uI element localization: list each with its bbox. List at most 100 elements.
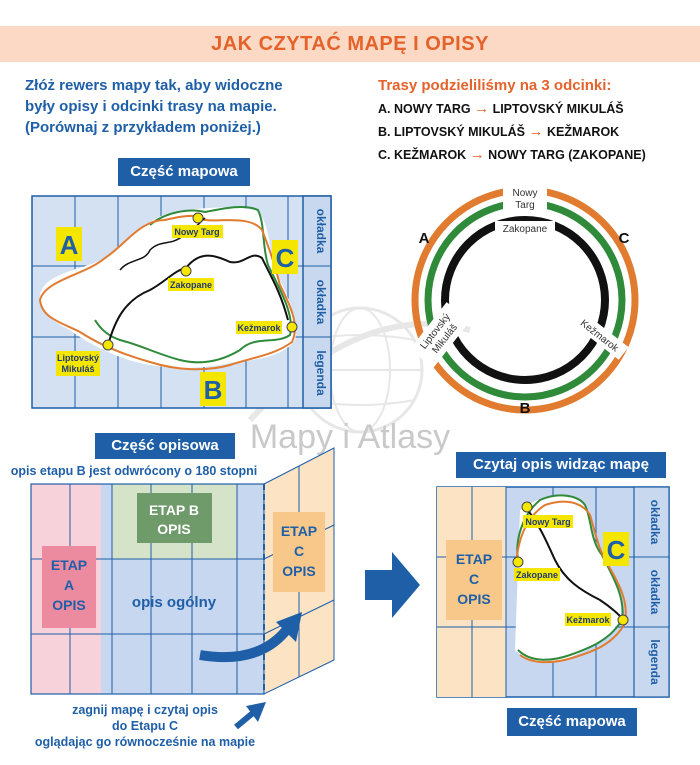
route-arrow-icon: → (474, 100, 490, 117)
read-side-legenda: legenda (648, 639, 662, 685)
read-etap-label: ETAP (456, 551, 492, 567)
route-start: C. KEŽMAROK (378, 148, 467, 162)
ring-gap (409, 302, 471, 368)
route-green (94, 205, 292, 364)
town-label-bg (523, 515, 573, 528)
routes-list: Trasy podzieliliśmy na 3 odcinki: A. NOW… (378, 77, 698, 163)
map-top-title: Część mapowa (118, 158, 250, 186)
etap-c-label: ETAP (281, 523, 317, 539)
region-outline (39, 207, 296, 368)
town-label-nowy-targ: Nowy Targ (174, 227, 219, 237)
etap-c-box (273, 512, 325, 592)
fold-instruction-line: do Etapu C (112, 719, 178, 733)
route-start: A. NOWY TARG (378, 102, 471, 116)
fold-arrow-icon (199, 624, 292, 663)
top-map: Nowy Targ Zakopane Kežmarok Liptovský Mi… (31, 195, 332, 409)
big-right-arrow-icon (365, 552, 420, 618)
side-label-legenda: legenda (314, 350, 328, 396)
route-end: KEŽMAROK (546, 125, 620, 139)
fold-instruction-line: oglądając go równocześnie na mapie (34, 735, 256, 749)
stage-label-bg (200, 372, 226, 406)
town-marker-icon (286, 321, 298, 333)
town-label-bg (236, 321, 282, 334)
route-end: NOWY TARG (ZAKOPANE) (488, 148, 646, 162)
read-side-okladka: okładka (648, 570, 662, 615)
ring-label-targ: Targ (515, 200, 534, 211)
ring-gap (503, 185, 547, 215)
read-stage-c: C (607, 535, 626, 565)
route-orange (38, 214, 296, 371)
route-start: B. LIPTOVSKÝ MIKULÁŠ (378, 125, 526, 139)
read-town-kezmarok: Kežmarok (566, 615, 610, 625)
general-description: opis ogólny (132, 594, 217, 611)
fold-instruction: zagnij mapę i czytaj opis do Etapu C ogl… (20, 702, 270, 750)
route-item: A. NOWY TARG → LIPTOVSKÝ MIKULÁŠ (378, 100, 698, 117)
route-end: LIPTOVSKÝ MIKULÁŠ (492, 102, 624, 116)
map-side-column (302, 195, 332, 409)
route-item: B. LIPTOVSKÝ MIKULÁŠ → KEŽMAROK (378, 123, 698, 140)
etap-b-label: ETAP B (149, 502, 199, 518)
stage-label-a: A (60, 230, 79, 260)
intro-line: (Porównaj z przykładem poniżej.) (25, 119, 261, 136)
town-label-bg (56, 351, 100, 376)
desc-note: opis etapu B jest odwrócony o 180 stopni (10, 464, 258, 478)
watermark-text: Mapy i Atlasy (250, 418, 450, 456)
town-marker-icon (521, 501, 533, 513)
read-town-nowy-targ: Nowy Targ (525, 517, 570, 527)
ring-gap (571, 310, 629, 360)
ring-black (441, 216, 609, 384)
town-label-bg (168, 278, 214, 291)
intro-line: Złóż rewers mapy tak, aby widoczne (25, 77, 283, 94)
town-label-bg (172, 225, 223, 238)
route-arrow-icon: → (469, 146, 485, 163)
routes-title: Trasy podzieliliśmy na 3 odcinki: (378, 77, 612, 94)
read-etap-c-box (446, 540, 502, 620)
town-marker-icon (102, 339, 114, 351)
pointer-arrow-head-icon (246, 702, 266, 722)
town-label-bg (514, 568, 560, 581)
town-marker-icon (180, 265, 192, 277)
etap-a-letter: A (64, 577, 74, 593)
stage-label-bg (56, 227, 82, 261)
etap-c-opis: OPIS (282, 563, 315, 579)
ring-label-nowy: Nowy (512, 188, 537, 199)
intro-text: Złóż rewers mapy tak, aby widoczne były … (25, 75, 355, 138)
etap-a-box (42, 546, 96, 628)
town-label-zakopane: Zakopane (170, 280, 212, 290)
etap-c-letter: C (294, 543, 304, 559)
header-banner (0, 26, 700, 62)
fold-instruction-line: zagnij mapę i czytaj opis (72, 703, 218, 717)
read-town-zakopane: Zakopane (516, 570, 558, 580)
ring-gap (495, 221, 555, 235)
town-label-liptovsky: Liptovský (57, 353, 99, 363)
etap-b-box (137, 493, 212, 543)
read-route-black (525, 507, 625, 621)
read-bottom-title: Część mapowa (507, 708, 637, 736)
ring-label-zakopane: Zakopane (503, 224, 548, 235)
town-marker-icon (617, 614, 629, 626)
etap-b-opis: OPIS (157, 521, 190, 537)
ring-diagram: Nowy Targ Zakopane Liptovský Mikuláš Kež… (409, 185, 639, 417)
read-title: Czytaj opis widząc mapę (456, 452, 666, 478)
side-label-okladka: okładka (314, 280, 328, 325)
route-arrow-icon: → (528, 123, 544, 140)
stage-label-b: B (204, 375, 223, 405)
read-map-side (633, 486, 670, 698)
read-etap-opis: OPIS (457, 591, 490, 607)
pointer-arrow-icon (234, 709, 256, 730)
description-sheet: ETAP B OPIS ETAP A OPIS ETAP C OPIS opis… (30, 447, 335, 730)
read-map: Nowy Targ Zakopane Kežmarok ETAP C OPIS … (436, 486, 670, 698)
ring-stage-c: C (619, 230, 630, 247)
read-etap-letter: C (469, 571, 479, 587)
ring-stage-a: A (419, 230, 430, 247)
fold-arrow-head-icon (276, 612, 302, 642)
stage-label-bg (603, 532, 629, 566)
etap-a-opis: OPIS (52, 597, 85, 613)
page-title: JAK CZYTAĆ MAPĘ I OPISY (211, 33, 489, 55)
town-marker-icon (512, 556, 524, 568)
intro-line: były opisy i odcinki trasy na mapie. (25, 98, 277, 115)
town-label-kezmarok: Kežmarok (237, 323, 281, 333)
town-label-mikulas: Mikuláš (61, 364, 94, 374)
side-label-okladka: okładka (314, 209, 328, 254)
